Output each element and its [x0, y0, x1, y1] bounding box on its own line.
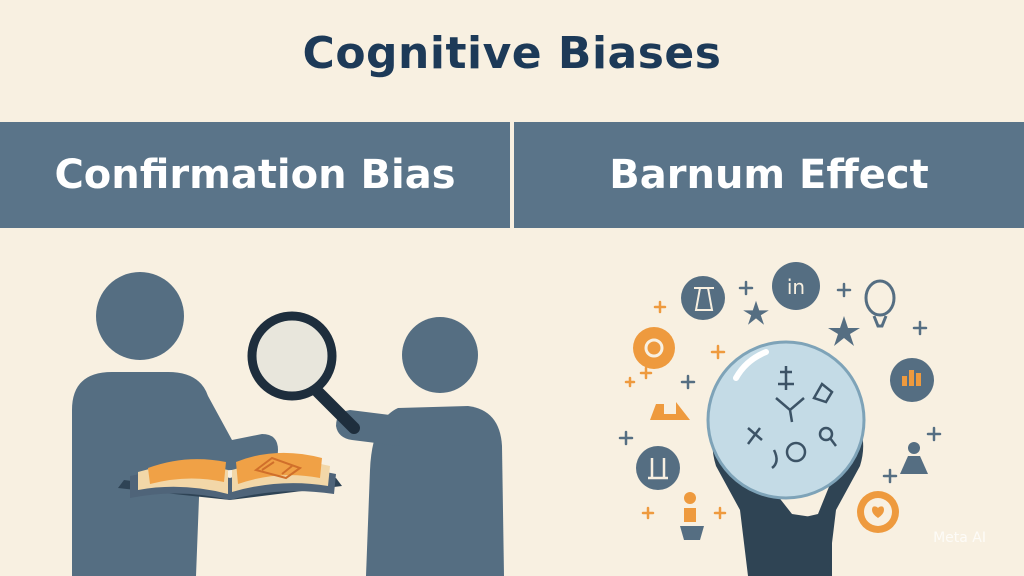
confirmation-bias-scene — [72, 272, 504, 576]
tower-badge-icon — [636, 446, 680, 490]
spiral-badge-icon — [633, 327, 675, 369]
heart-chat-badge-icon — [857, 491, 899, 533]
sparkle-icons — [618, 280, 942, 520]
band-divider — [510, 122, 514, 228]
page-title: Cognitive Biases — [302, 28, 722, 79]
thumbs-up-icon — [650, 402, 690, 420]
label-barnum-effect: Barnum Effect — [609, 152, 929, 198]
barnum-effect-scene: in — [618, 262, 942, 576]
person-reader-icon — [72, 272, 278, 576]
bar-chart-badge-icon — [890, 358, 934, 402]
zodiac-symbols-icon — [747, 366, 837, 469]
trophy-icon — [680, 492, 704, 540]
linkedin-badge-icon: in — [772, 262, 820, 310]
person-meditating-icon — [900, 442, 928, 474]
category-band: Confirmation Bias Barnum Effect — [0, 122, 1024, 228]
hot-air-balloon-icon — [850, 274, 910, 334]
floating-icons: in — [633, 262, 934, 540]
star-icon-2 — [828, 316, 860, 346]
linkedin-text: in — [787, 275, 805, 299]
magnifying-glass-icon — [247, 311, 360, 434]
star-icon — [743, 300, 769, 325]
person-investigator-icon — [336, 317, 504, 576]
label-confirmation-bias: Confirmation Bias — [54, 152, 456, 198]
open-book-icon — [118, 452, 342, 500]
crystal-ball-icon — [706, 340, 866, 500]
watermark: Meta AI — [933, 530, 986, 546]
lighthouse-badge-icon — [681, 276, 725, 320]
